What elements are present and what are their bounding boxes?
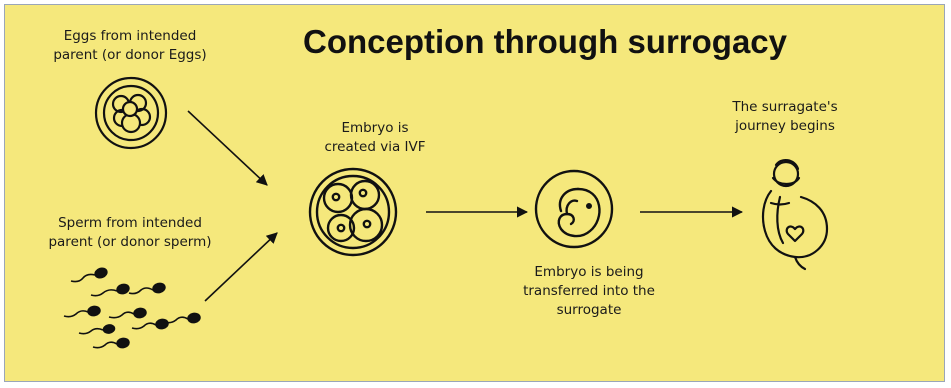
fetus-icon <box>536 171 612 247</box>
diagram-artwork <box>5 5 946 383</box>
sperm-icon <box>64 267 201 349</box>
eggs-icon <box>96 78 166 148</box>
embryo-cells-icon <box>310 169 396 255</box>
arrow-sperm-to-embryo <box>205 233 277 301</box>
diagram-canvas: Conception through surrogacy Eggs from i… <box>4 4 945 382</box>
pregnant-woman-icon <box>763 160 827 269</box>
arrow-eggs-to-embryo <box>188 111 267 185</box>
